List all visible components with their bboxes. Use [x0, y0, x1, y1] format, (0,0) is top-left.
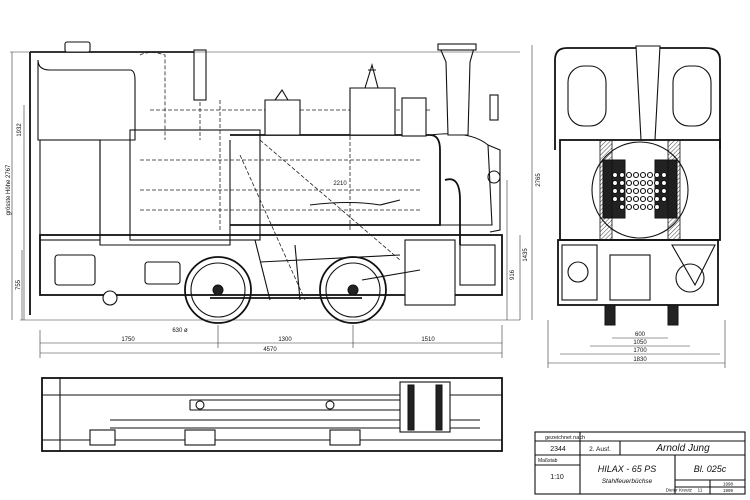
tb-maker: Arnold Jung: [655, 443, 710, 454]
front-view: [547, 45, 726, 368]
dim-600: 600: [635, 332, 646, 338]
tb-model: HILAX - 65 PS: [598, 464, 657, 474]
dim-1700: 1700: [633, 348, 647, 354]
dim-1932: 1932: [17, 123, 23, 137]
dim-1510: 1510: [421, 337, 435, 343]
tb-sheet: Bl. 025c: [694, 464, 727, 474]
dim-916: 916: [510, 269, 516, 280]
dim-1830: 1830: [633, 357, 647, 363]
tb-drawn-by-label: gezeichnet nach: [545, 435, 585, 441]
tb-scale-label: Maßstab: [538, 458, 558, 464]
dim-1750: 1750: [121, 337, 135, 343]
dim-1300: 1300: [278, 337, 292, 343]
dim-2765: 2765: [536, 173, 542, 187]
tb-sheet-no: 11: [698, 488, 703, 493]
tb-year2: 1999: [723, 488, 734, 493]
dim-wheel: 630 ø: [172, 328, 188, 334]
boiler-tubes: [611, 171, 668, 211]
tb-number: 2344: [550, 446, 566, 453]
tb-scale: 1:10: [550, 474, 564, 481]
dim-2210: 2210: [333, 181, 347, 187]
dim-4570: 4570: [263, 347, 277, 353]
dim-755: 755: [16, 279, 22, 290]
plan-view: [41, 377, 503, 452]
dim-1435: 1435: [523, 248, 529, 262]
tb-author: Dieter Kreutz: [666, 488, 693, 493]
tb-year1: 1998: [723, 482, 734, 487]
tb-edition: 2. Ausf.: [589, 446, 611, 453]
dim-max-height: grösste Höhe 2767: [6, 164, 12, 215]
side-view: [10, 41, 533, 358]
title-block: [534, 431, 746, 495]
tb-subtitle: Stahlfeuerbüchse: [602, 478, 653, 485]
dim-1050: 1050: [633, 340, 647, 346]
